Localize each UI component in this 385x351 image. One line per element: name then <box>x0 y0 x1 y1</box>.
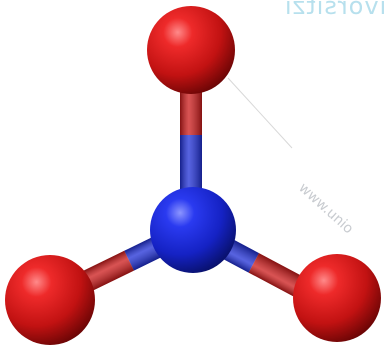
oxygen-atom-top <box>147 6 235 94</box>
watermark-text-top: pivorsitzi <box>284 0 385 20</box>
oxygen-atom-right <box>293 254 381 342</box>
watermark-line <box>227 77 293 149</box>
oxygen-atom-left <box>5 255 95 345</box>
nitrogen-atom-center <box>150 187 236 273</box>
